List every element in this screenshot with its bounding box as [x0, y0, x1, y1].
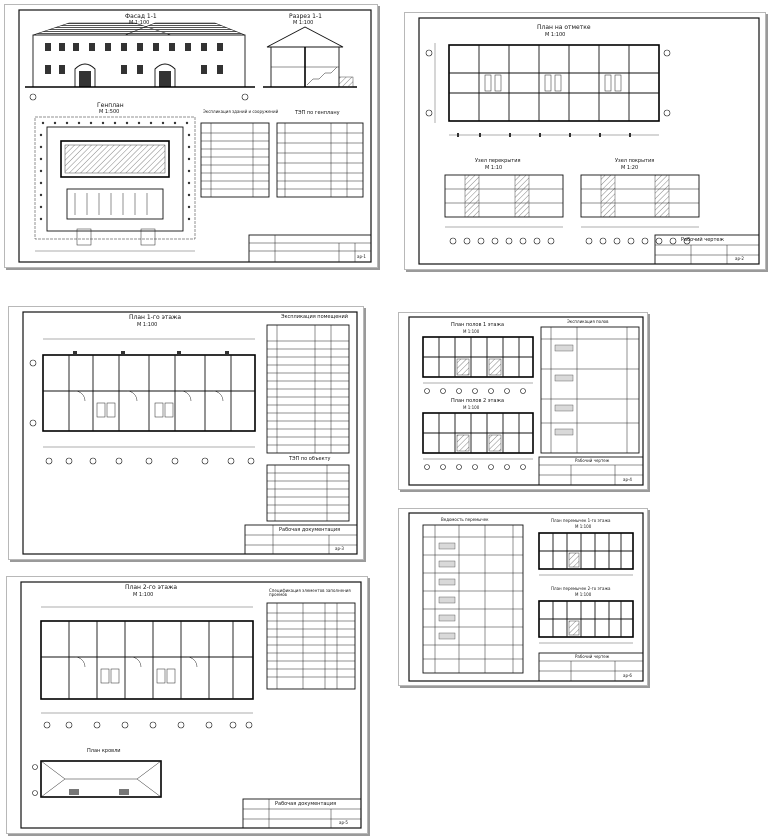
stamp-title-2: Рабочий чертеж	[681, 237, 724, 243]
genplan-drawing	[34, 116, 196, 252]
lintels-plan-2	[538, 600, 634, 644]
stamp-title-4: Рабочий чертеж	[575, 458, 610, 463]
facade-title: Фасад 1-1	[125, 13, 157, 20]
room-explication-title: Экспликация помещений	[281, 314, 349, 320]
floors-plan-1-title: План полов 1 этажа	[451, 322, 505, 328]
detail-2-title: Узел покрытия	[615, 158, 655, 164]
section-scale: М 1:100	[293, 20, 314, 26]
first-floor-plan	[29, 338, 256, 465]
facade-scale: М 1:100	[129, 20, 150, 26]
roof-plan-title: План кровли	[87, 748, 121, 754]
lintels-plan-2-title: План перемычек 2-го этажа	[551, 586, 611, 591]
floors-plan-2-title: План полов 2 этажа	[451, 398, 505, 404]
tep-3-title: ТЭП по объекту	[289, 456, 331, 462]
sheet-6-drawing	[408, 512, 644, 682]
floors-plan-2-scale: М 1:100	[463, 405, 480, 410]
plan-at-level	[425, 43, 671, 137]
drawing-sheet-6[interactable]: Ведомость перемычек План перемычек 1-го …	[398, 508, 648, 686]
detail-1-title: Узел перекрытия	[475, 158, 521, 164]
sheet-5-drawing	[20, 581, 362, 829]
stamp-title-3: Рабочая документация	[279, 527, 341, 533]
title-block-3	[244, 524, 358, 555]
title-block-2	[654, 234, 760, 265]
sheet-4-label: ар-4	[623, 477, 632, 482]
sheet-3-drawing	[22, 311, 358, 555]
detail-1-scale: М 1:10	[485, 165, 503, 171]
lintels-plan-1-scale: М 1:100	[575, 524, 592, 529]
floors-plan-1	[422, 336, 534, 394]
roof-plan	[32, 760, 162, 798]
plan-title: План на отметке	[537, 24, 591, 31]
sheet-5-label: ар-5	[339, 820, 348, 825]
tep-table-1	[276, 122, 364, 198]
genplan-title: Генплан	[97, 102, 124, 109]
sheet-3-label: ар-3	[335, 546, 344, 551]
explication-table-1	[200, 122, 270, 198]
title-block-4	[538, 456, 644, 486]
sheet-6-label: ар-6	[623, 673, 632, 678]
lintels-table	[422, 524, 524, 674]
second-floor-title: План 2-го этажа	[125, 584, 178, 591]
second-floor-plan	[40, 606, 254, 729]
sheet-4-drawing	[408, 316, 644, 486]
drawing-sheet-3[interactable]: План 1-го этажа М 1:100 Экспликация поме…	[8, 306, 364, 560]
sheet-1-label: ар-1	[357, 254, 366, 259]
floors-plan-2	[422, 412, 534, 470]
detail-2-scale: М 1:20	[621, 165, 639, 171]
floors-plan-1-scale: М 1:100	[463, 329, 480, 334]
floors-table	[540, 326, 640, 454]
facade-drawing	[25, 22, 255, 101]
sheet-2-label: ар-2	[735, 256, 744, 261]
first-floor-scale: М 1:100	[137, 322, 158, 328]
drawing-sheet-4[interactable]: План полов 1 этажа М 1:100 План полов 2 …	[398, 312, 648, 490]
sheet-2-drawing	[418, 17, 760, 265]
sheet-1-drawing	[18, 9, 372, 263]
lintels-plan-1-title: План перемычек 1-го этажа	[551, 518, 611, 523]
detail-roof	[580, 174, 700, 245]
section-title: Разрез 1-1	[289, 13, 322, 20]
detail-floor-slab	[444, 174, 564, 245]
first-floor-title: План 1-го этажа	[129, 314, 182, 321]
stamp-title-5: Рабочая документация	[275, 801, 337, 807]
section-drawing	[263, 26, 357, 88]
title-block-6	[538, 652, 644, 682]
second-floor-scale: М 1:100	[133, 592, 154, 598]
tep-title: ТЭП по генплану	[295, 110, 340, 116]
title-block-5	[242, 798, 362, 829]
openings-spec-table	[266, 602, 356, 690]
tep-table-3	[266, 464, 350, 522]
lintels-plan-2-scale: М 1:100	[575, 592, 592, 597]
lintels-table-title: Ведомость перемычек	[441, 517, 489, 522]
title-block-1	[248, 234, 372, 263]
explication-title: Экспликация зданий и сооружений	[203, 109, 279, 114]
room-explication-table	[266, 324, 350, 454]
floors-table-title: Экспликация полов	[567, 319, 609, 324]
plan-scale: М 1:100	[545, 32, 566, 38]
drawing-sheet-2[interactable]: План на отметке М 1:100 Узел перекрытия …	[404, 12, 766, 270]
drawing-sheet-5[interactable]: План 2-го этажа М 1:100 Спецификация эле…	[6, 576, 368, 834]
spec-title: Спецификация элементов заполнения проемо…	[269, 588, 351, 597]
drawing-sheet-1[interactable]: Фасад 1-1 М 1:100 Разрез 1-1 М 1:100 Ген…	[4, 4, 378, 268]
lintels-plan-1	[538, 532, 634, 576]
stamp-title-6: Рабочий чертеж	[575, 654, 610, 659]
genplan-scale: М 1:500	[99, 109, 120, 115]
